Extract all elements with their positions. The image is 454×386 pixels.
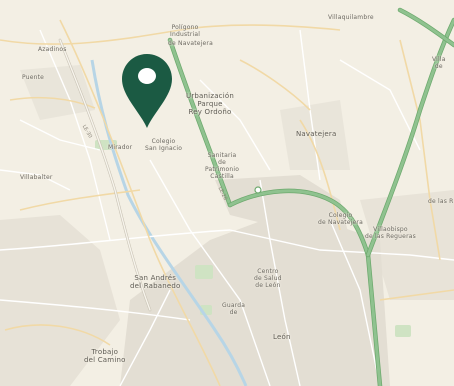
junction-marker — [254, 186, 262, 194]
label-villabalter: Villabalter — [20, 174, 53, 181]
secondary-roads — [0, 19, 454, 386]
label-villa-right: Villa de — [432, 56, 446, 70]
map-marker-icon[interactable] — [120, 52, 174, 130]
label-urbanizacion: Urbanización Parque Rey Ordoño — [186, 92, 234, 116]
label-azadinos: Azadinos — [38, 46, 67, 53]
urban-areas — [0, 65, 454, 386]
label-colegio-2: Colegio de Navatejera — [318, 212, 363, 226]
label-poligono: Polígono Industrial — [170, 24, 201, 38]
label-puente: Puente — [22, 74, 45, 81]
label-mirador: Mirador — [108, 144, 133, 151]
highways — [58, 7, 454, 386]
label-san-andres: San Andrés del Rabanedo — [130, 274, 181, 290]
label-navatejera: Navatejera — [296, 130, 337, 138]
label-centro: Centro de Salud de León — [254, 268, 282, 289]
label-guarda: Guarda de — [222, 302, 246, 316]
label-villa-far-right: de las R — [428, 198, 454, 205]
label-colegio: Colegio San Ignacio — [145, 138, 183, 152]
label-navatejera-industrial: de Navatejera — [168, 40, 213, 47]
label-villaquilambre: Villaquilambre — [328, 14, 374, 21]
marker-hole — [138, 68, 156, 84]
label-villaobispo: Villaobispo de las Regueras — [365, 226, 416, 240]
label-trobajo: Trobajo del Camino — [84, 348, 126, 364]
label-leon: León — [273, 333, 291, 341]
label-sanitaria: Sanitaria de Patrimonio Castilla — [205, 152, 240, 180]
